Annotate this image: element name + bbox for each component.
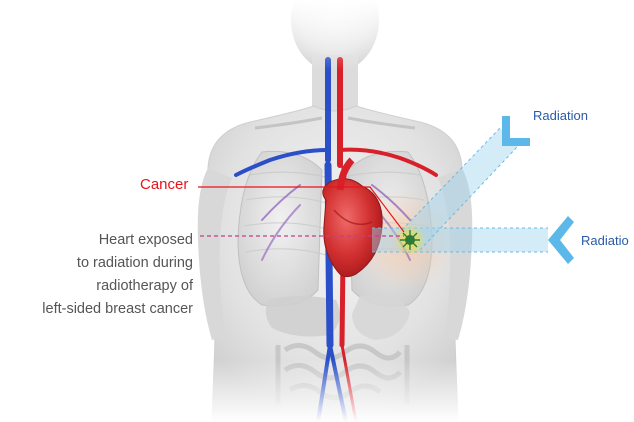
radiation-label-side: Radiatio: [581, 234, 629, 247]
radiation-marker-side: [548, 216, 574, 264]
caption-line: Heart exposed: [0, 229, 193, 252]
radiation-label-top: Radiation: [533, 109, 588, 122]
cancer-label: Cancer: [140, 177, 188, 192]
tumor: [394, 224, 426, 256]
caption-line: left-sided breast cancer: [0, 298, 193, 321]
caption-line: radiotherapy of: [0, 275, 193, 298]
bottom-fade: [0, 360, 634, 422]
top-fade: [0, 0, 634, 70]
radiation-marker-top: [502, 116, 530, 146]
caption-line: to radiation during: [0, 252, 193, 275]
heart-exposure-caption: Heart exposed to radiation during radiot…: [0, 229, 193, 321]
